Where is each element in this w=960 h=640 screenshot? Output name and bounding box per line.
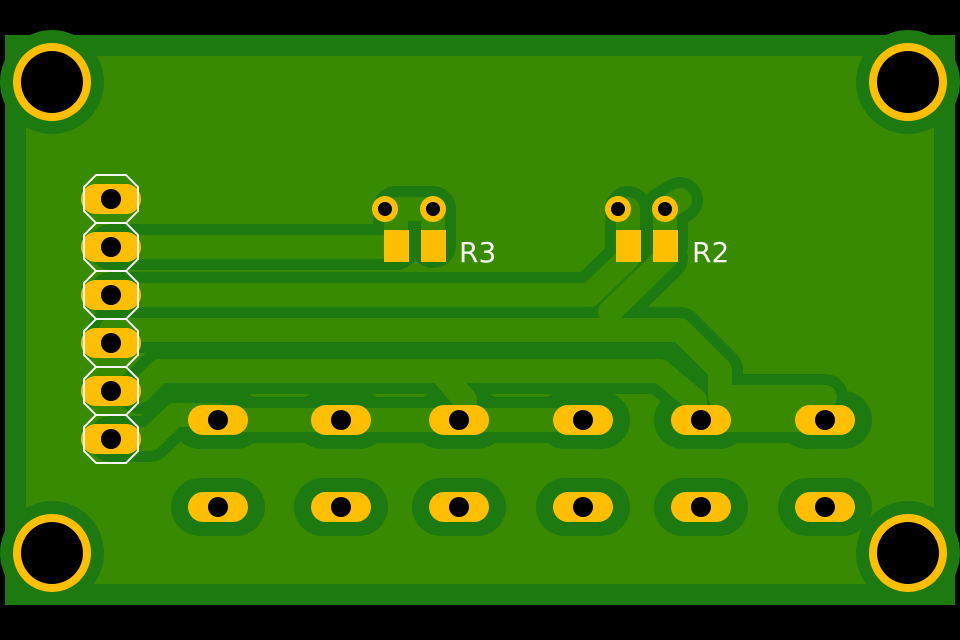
drill-hole — [101, 381, 121, 401]
header-pin-outline — [83, 414, 139, 464]
drill-hole — [331, 497, 351, 517]
silkscreen — [83, 174, 139, 464]
drill-hole — [101, 237, 121, 257]
via-hole — [658, 202, 672, 216]
pads — [13, 43, 947, 592]
drill-hole — [101, 333, 121, 353]
mounting-hole — [877, 51, 939, 113]
drill-hole — [101, 189, 121, 209]
trace — [384, 197, 445, 257]
smd-pad — [616, 230, 641, 262]
mounting-hole — [877, 522, 939, 584]
component-label-r3: R3 — [459, 236, 496, 269]
component-label-r2: R2 — [692, 236, 729, 269]
drill-hole — [449, 410, 469, 430]
trace — [99, 246, 640, 307]
drill-hole — [573, 410, 593, 430]
via-hole — [426, 202, 440, 216]
drill-hole — [101, 285, 121, 305]
drill-hole — [691, 497, 711, 517]
drill-hole — [691, 410, 711, 430]
mounting-hole — [21, 522, 83, 584]
smd-pad — [421, 230, 446, 262]
trace — [598, 246, 677, 324]
drill-hole — [101, 429, 121, 449]
drill-hole — [815, 410, 835, 430]
mounting-hole — [21, 51, 83, 113]
drill-hole — [208, 410, 228, 430]
via-hole — [378, 202, 392, 216]
via-hole — [611, 202, 625, 216]
drill-hole — [573, 497, 593, 517]
smd-pad — [384, 230, 409, 262]
trace — [99, 318, 837, 409]
drill-hole — [815, 497, 835, 517]
smd-pad — [653, 230, 678, 262]
drill-hole — [449, 497, 469, 517]
drill-hole — [208, 497, 228, 517]
drill-hole — [331, 410, 351, 430]
